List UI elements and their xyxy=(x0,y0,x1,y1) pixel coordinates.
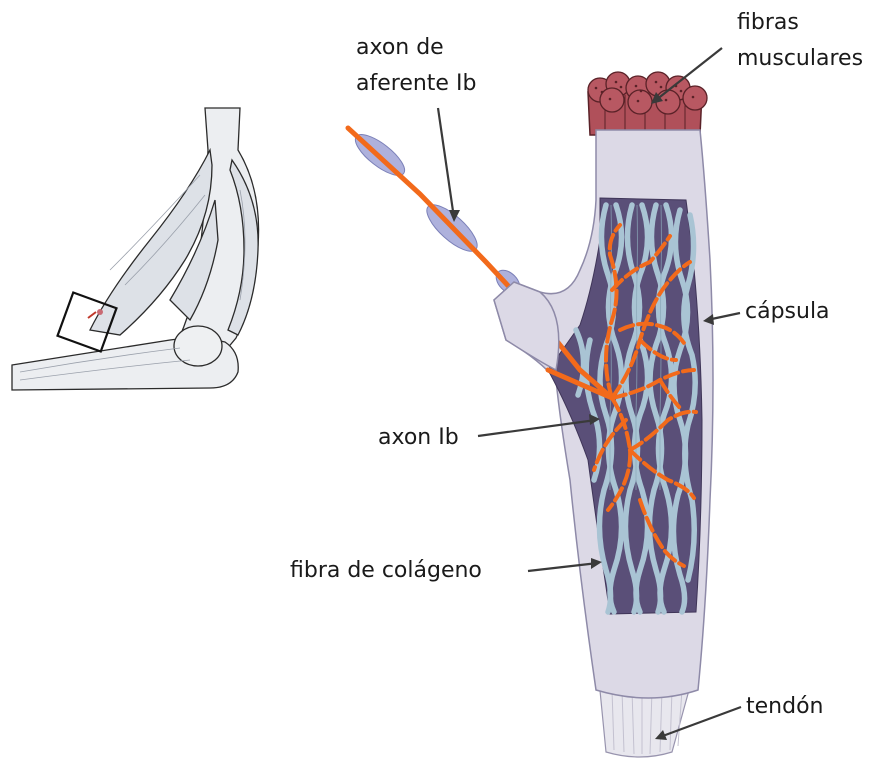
elbow-joint xyxy=(174,326,222,366)
label-axon-ib: axon Ib xyxy=(378,424,459,451)
afferent-axon xyxy=(348,128,612,398)
muscle-fiber-bundle xyxy=(588,72,707,135)
label-tendon: tendón xyxy=(746,693,823,720)
label-axon-afferent-line1: axon de xyxy=(356,34,444,61)
label-muscle-fibers-line1: fibras xyxy=(737,9,799,36)
arm-inset xyxy=(12,108,259,390)
label-collagen-fiber: fibra de colágeno xyxy=(290,557,482,584)
label-axon-afferent-line2: aferente Ib xyxy=(356,70,476,97)
label-muscle-fibers-line2: musculares xyxy=(737,45,863,72)
label-capsule: cápsula xyxy=(745,298,830,325)
